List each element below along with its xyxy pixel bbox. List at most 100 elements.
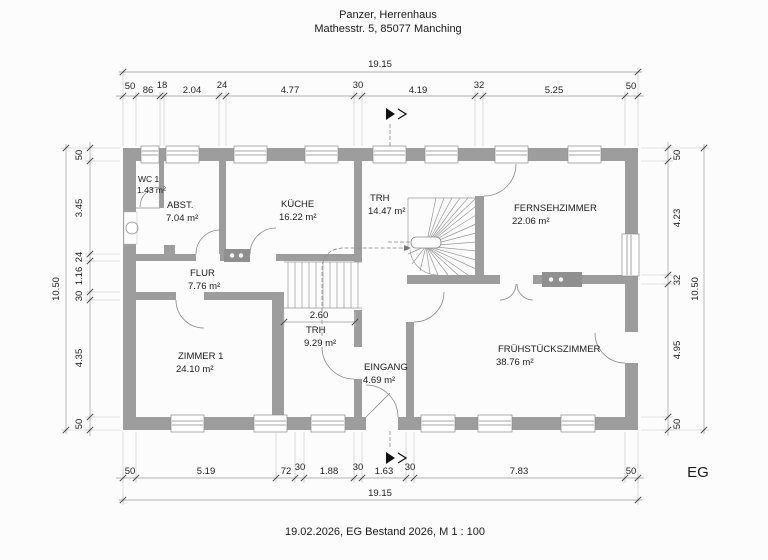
dimension-right: 50 4.23 32 4.95 50 10.50 — [662, 142, 710, 436]
svg-text:1.16: 1.16 — [74, 267, 85, 286]
svg-text:30: 30 — [295, 462, 306, 473]
svg-text:9.29 m²: 9.29 m² — [304, 338, 336, 349]
svg-text:1.63: 1.63 — [375, 466, 394, 477]
svg-text:50: 50 — [74, 419, 85, 430]
svg-text:2.04: 2.04 — [183, 85, 202, 96]
witness-lines — [62, 74, 708, 504]
svg-text:5.25: 5.25 — [545, 85, 564, 96]
svg-text:4.69 m²: 4.69 m² — [363, 375, 395, 386]
svg-text:24: 24 — [74, 252, 85, 263]
dim-total-right: 10.50 — [690, 277, 701, 301]
dimension-stair-width: 2.60 — [280, 310, 359, 328]
doors — [136, 163, 638, 430]
svg-text:30: 30 — [74, 291, 85, 302]
svg-text:30: 30 — [405, 462, 416, 473]
svg-text:24: 24 — [217, 80, 228, 91]
svg-text:KÜCHE: KÜCHE — [281, 199, 314, 210]
entrance-door — [365, 384, 399, 430]
svg-text:7.76 m²: 7.76 m² — [188, 281, 220, 292]
svg-text:38.76 m²: 38.76 m² — [496, 357, 534, 368]
svg-text:4.95: 4.95 — [672, 341, 683, 360]
room-label-zimmer1: ZIMMER 1 24.10 m² — [176, 351, 223, 375]
svg-text:FERNSEHZIMMER: FERNSEHZIMMER — [514, 203, 597, 214]
room-label-flur: FLUR 7.76 m² — [188, 268, 220, 292]
door-eingang-fruehstueckszimmer — [413, 291, 445, 323]
dimension-left: 10.50 50 3.45 24 1.16 30 4.35 50 — [51, 142, 96, 436]
svg-text:32: 32 — [672, 275, 683, 286]
svg-text:WC 1: WC 1 — [138, 174, 160, 184]
svg-text:22.06 m²: 22.06 m² — [512, 216, 550, 227]
window — [560, 414, 596, 433]
door-zimmer1 — [175, 299, 205, 329]
svg-text:1.43 m²: 1.43 m² — [137, 185, 166, 195]
room-label-trh-unten: TRH 9.29 m² — [304, 325, 336, 349]
window — [494, 145, 529, 164]
chimney-block-flur — [224, 249, 250, 262]
project-name: Panzer, Herrenhaus — [339, 9, 437, 21]
wall-niche-fixture — [123, 211, 139, 245]
svg-text:4.77: 4.77 — [281, 85, 300, 96]
drawing-title: Panzer, Herrenhaus Mathesstr. 5, 85077 M… — [314, 9, 461, 35]
window — [420, 414, 456, 433]
svg-text:50: 50 — [626, 81, 637, 92]
svg-text:50: 50 — [626, 466, 637, 477]
section-marker-top — [386, 108, 408, 147]
winder-stair — [388, 197, 477, 276]
svg-text:7.83: 7.83 — [510, 466, 529, 477]
section-arrow-icon — [386, 108, 395, 120]
windows — [140, 145, 640, 433]
door-trh-fernsehzimmer — [483, 163, 517, 197]
window — [621, 233, 640, 277]
section-chevron-icon — [397, 108, 408, 120]
double-door-fernsehzimmer-fruehstueckszimmer — [499, 283, 534, 301]
stair-newel — [410, 236, 442, 249]
svg-text:TRH: TRH — [306, 325, 326, 336]
svg-text:ZIMMER 1: ZIMMER 1 — [178, 351, 223, 362]
svg-text:3.45: 3.45 — [74, 199, 85, 218]
window — [304, 145, 339, 164]
drawing-footer-caption: 19.02.2026, EG Bestand 2026, M 1 : 100 — [285, 526, 485, 538]
project-address: Mathesstr. 5, 85077 Manching — [314, 23, 461, 35]
door-wc — [136, 186, 161, 209]
room-label-eingang: EINGANG 4.69 m² — [363, 362, 408, 386]
chimney-block-fernsehzimmer — [542, 272, 582, 287]
svg-text:2.60: 2.60 — [310, 310, 329, 321]
dimension-bottom: 50 5.19 72 30 1.88 30 1.63 30 7.83 50 19… — [116, 462, 644, 506]
svg-text:1.88: 1.88 — [320, 466, 339, 477]
boiler-icon — [125, 221, 139, 235]
door-kueche — [249, 227, 277, 255]
dim-total-left: 10.50 — [51, 277, 62, 301]
dim-total-bottom: 19.15 — [368, 488, 392, 499]
door-fruehstueckszimmer-exterior — [594, 332, 638, 364]
svg-text:EINGANG: EINGANG — [364, 362, 408, 373]
svg-text:TRH: TRH — [370, 193, 390, 204]
door-trh-eingang — [321, 346, 355, 380]
floor-label: EG — [687, 464, 709, 481]
svg-text:FLUR: FLUR — [190, 268, 215, 279]
stair-walk-line — [321, 245, 411, 336]
section-arrow-icon — [386, 452, 395, 464]
room-label-abstellraum: ABST. 7.04 m² — [166, 200, 198, 224]
svg-text:24.10 m²: 24.10 m² — [176, 364, 214, 375]
svg-text:72: 72 — [281, 466, 292, 477]
svg-text:ABST.: ABST. — [167, 200, 193, 211]
svg-text:50: 50 — [125, 466, 136, 477]
svg-text:7.04 m²: 7.04 m² — [166, 213, 198, 224]
svg-text:50: 50 — [672, 419, 683, 430]
svg-text:18: 18 — [157, 80, 168, 91]
walls — [123, 148, 638, 430]
window — [233, 145, 268, 164]
door-abstellraum — [195, 229, 221, 255]
window — [170, 414, 205, 433]
dimension-top: 19.15 50 86 18 2.04 24 4.77 30 4.19 32 5… — [116, 59, 644, 102]
window — [253, 414, 288, 433]
window — [140, 145, 160, 164]
svg-text:86: 86 — [143, 85, 154, 96]
window — [310, 414, 346, 433]
svg-text:50: 50 — [125, 81, 136, 92]
